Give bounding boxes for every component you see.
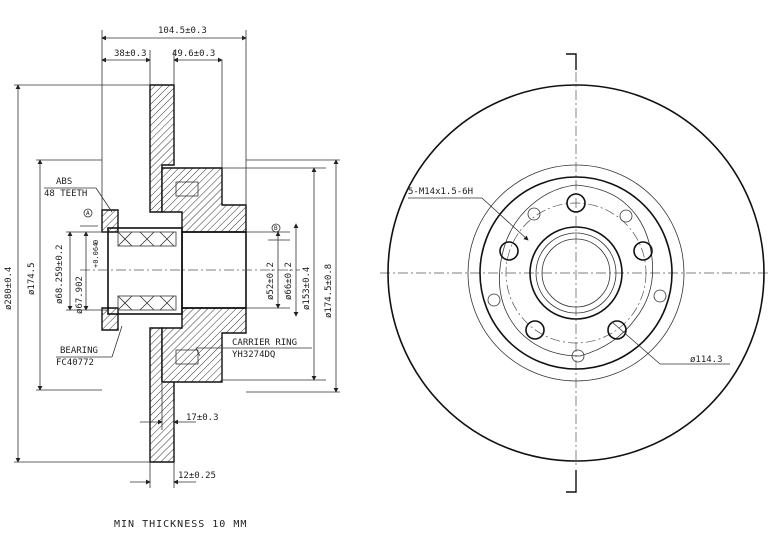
- dim-disc-thickness: 12±0.25: [178, 471, 216, 481]
- bolt-hole: [499, 241, 519, 261]
- label-bearing-code: FC40772: [56, 358, 94, 368]
- pcd-circle: [505, 202, 647, 344]
- dim-tol-upper: +0.064: [92, 243, 100, 268]
- dim-hub-offset: 38±0.3: [114, 49, 147, 59]
- bolt-hole: [607, 320, 627, 340]
- dim-hat-dia: ø153±0.4: [302, 267, 312, 310]
- label-abs: ABS: [56, 177, 72, 187]
- front-view: 5-M14x1.5-6H ø114.3: [380, 53, 770, 493]
- stud-lower: [175, 349, 199, 365]
- locator-hole: [653, 289, 667, 303]
- disc-inner-edge: [467, 164, 685, 382]
- dim-hat-height: 17±0.3: [186, 413, 219, 423]
- hub-section-upper: [161, 167, 247, 233]
- label-abs-teeth: 48 TEETH: [44, 189, 87, 199]
- label-bearing: BEARING: [60, 346, 98, 356]
- dim-spigot: ø52±0.2: [266, 262, 276, 300]
- bore-ring-3: [541, 238, 611, 308]
- bore-ring-2: [535, 232, 617, 314]
- section-marker-bottom: [566, 470, 577, 493]
- label-carrier-code: YH3274DQ: [232, 350, 275, 360]
- locator-hole: [571, 349, 585, 363]
- dim-flange-offset: 49.6±0.3: [172, 49, 215, 59]
- flange-section-lower: [101, 307, 119, 331]
- marker-a: A: [86, 210, 90, 217]
- dim-bearing-bore: ø68.259±0.2: [55, 244, 65, 304]
- bore-ring-1: [529, 226, 623, 320]
- bolt-hole: [566, 193, 586, 213]
- marker-b-circle: [271, 223, 281, 233]
- hub-section-lower: [161, 307, 247, 383]
- hub-flange: [479, 176, 673, 370]
- stud-upper: [175, 181, 199, 197]
- marker-a-circle: [83, 208, 93, 218]
- locator-hole: [527, 207, 541, 221]
- marker-b: B: [274, 225, 278, 232]
- section-marker-top: [566, 53, 577, 70]
- locator-hole: [619, 209, 633, 223]
- disc-outer: [387, 84, 765, 462]
- label-bolt-thread: 5-M14x1.5-6H: [408, 187, 473, 197]
- label-carrier-ring: CARRIER RING: [232, 338, 297, 348]
- bearing-rollers: [117, 231, 177, 311]
- dim-disc-diameter: ø280±0.4: [4, 267, 14, 310]
- dim-inner-dia: ø66±0.2: [284, 262, 294, 300]
- bolt-hole: [633, 241, 653, 261]
- dim-overall-width: 104.5±0.3: [158, 26, 207, 36]
- bolt-hole: [525, 320, 545, 340]
- dim-pcd-right: ø174.5±0.8: [324, 264, 334, 318]
- label-pcd: ø114.3: [690, 355, 723, 365]
- locator-hole: [487, 293, 501, 307]
- min-thickness-note: MIN THICKNESS 10 MM: [114, 519, 247, 530]
- section-view: 104.5±0.3 38±0.3 49.6±0.3 ø280±0.4 ø174.…: [4, 26, 340, 488]
- dim-tol-lower: 0: [92, 240, 100, 244]
- hub-lobes: [499, 184, 653, 357]
- dim-pcd-left: ø174.5: [27, 262, 37, 295]
- dim-bearing-seat: ø67.902: [75, 276, 85, 314]
